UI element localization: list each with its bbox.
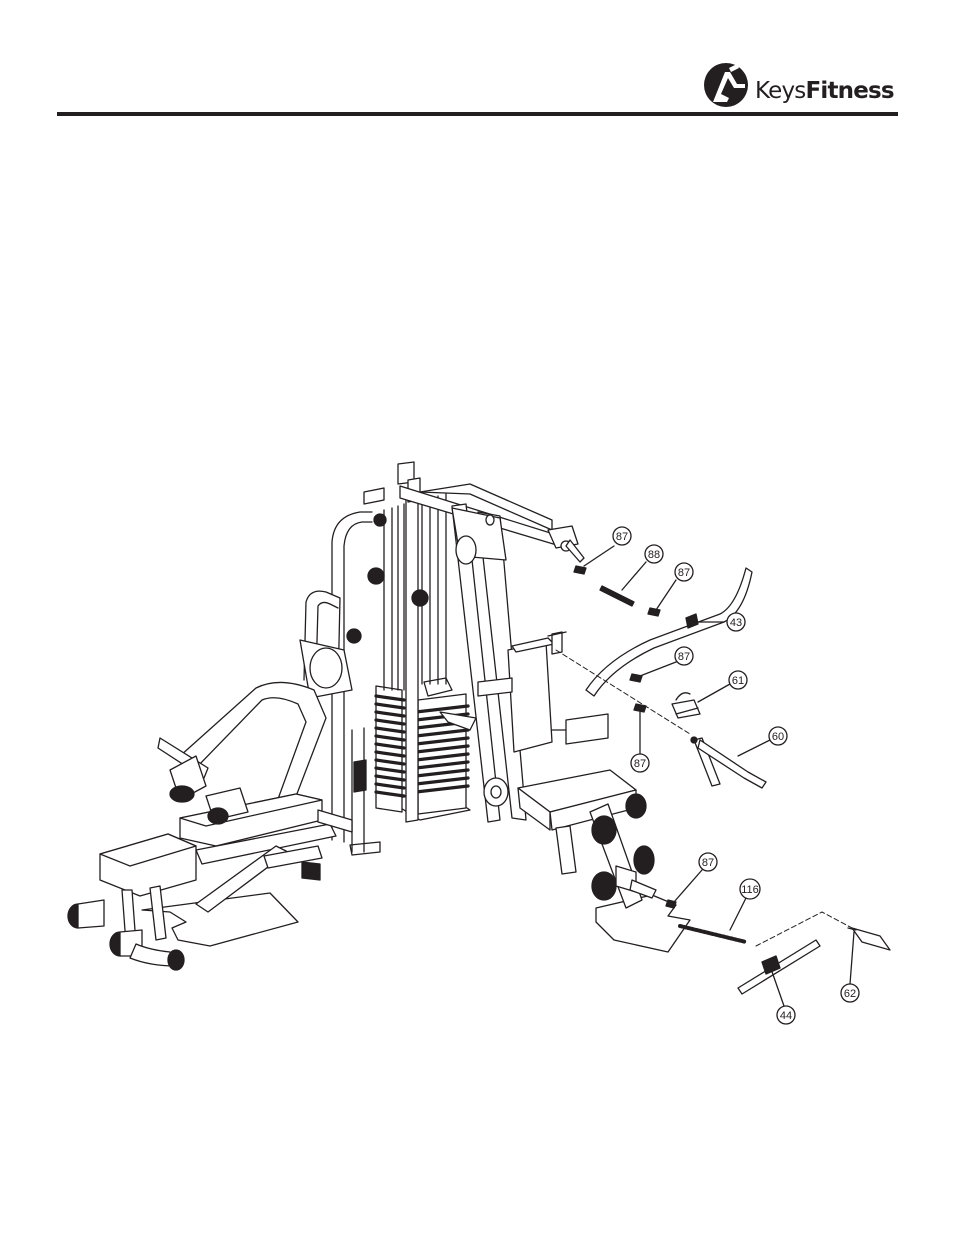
svg-text:87: 87 [702, 857, 714, 869]
callout-62: 62 [841, 932, 859, 1002]
callout-88: 88 [622, 545, 663, 590]
svg-text:87: 87 [678, 651, 690, 663]
callout-87-d: 87 [631, 712, 649, 772]
svg-text:61: 61 [732, 675, 744, 687]
svg-text:60: 60 [772, 731, 784, 743]
svg-text:87: 87 [678, 567, 690, 579]
callout-87-e: 87 [674, 853, 717, 902]
svg-text:87: 87 [634, 758, 646, 770]
svg-text:43: 43 [730, 617, 742, 629]
lat-bar-43 [586, 568, 752, 696]
svg-text:44: 44 [780, 1010, 792, 1022]
chain-116 [680, 926, 746, 942]
callout-87-a: 87 [584, 527, 631, 566]
callout-87-b: 87 [656, 563, 693, 610]
callout-116: 116 [730, 879, 760, 930]
single-handle-61 [672, 693, 700, 718]
svg-text:62: 62 [844, 988, 856, 1000]
svg-text:87: 87 [616, 531, 628, 543]
weight-stack-left [354, 686, 404, 812]
weight-stack-right [416, 678, 476, 814]
svg-text:88: 88 [648, 549, 660, 561]
stirrup-handle-60 [691, 737, 766, 788]
straight-bar-44 [738, 940, 820, 994]
svg-text:116: 116 [741, 884, 759, 896]
callout-61: 61 [698, 671, 747, 702]
callout-60: 60 [738, 727, 787, 756]
ankle-strap-62 [848, 928, 890, 950]
